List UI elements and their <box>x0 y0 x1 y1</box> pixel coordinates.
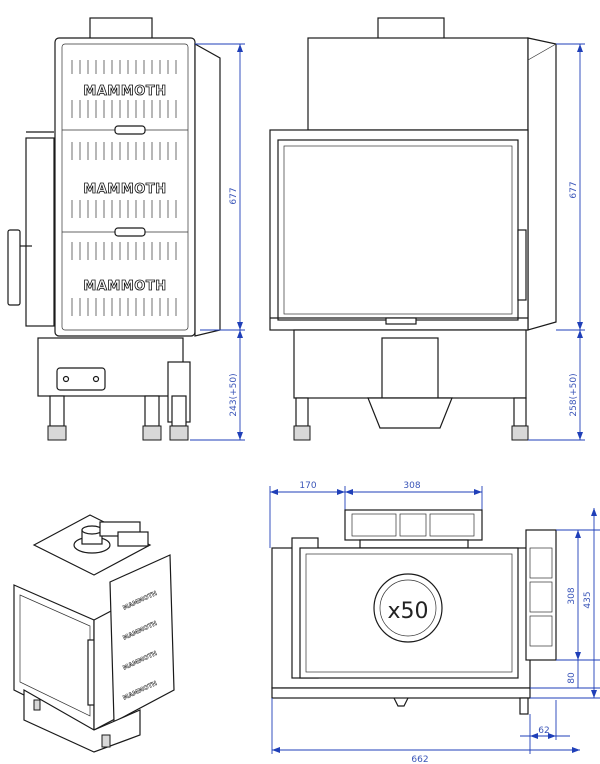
top-dim-170: 170 <box>299 481 316 491</box>
top-dim-308: 308 <box>403 481 420 491</box>
grille-slots <box>62 60 188 316</box>
side-height-dimension <box>528 43 585 441</box>
brand-logo-3: MAMMOTH <box>83 279 166 294</box>
side-view: 677 258(+50) <box>269 17 585 441</box>
side-dim-677: 677 <box>569 181 579 198</box>
top-depth-dimensions <box>530 508 600 699</box>
isometric-view: MAMMOTH MAMMOTH MAMMOTH MAMMOTH <box>13 514 175 753</box>
front-height-dimension <box>190 43 245 441</box>
front-dim-677: 677 <box>229 187 239 204</box>
top-dim-308-depth: 308 <box>567 587 577 604</box>
top-dim-80: 80 <box>567 672 577 684</box>
flue-label: x50 <box>387 599 428 624</box>
front-dim-243: 243(+50) <box>229 373 239 416</box>
front-view: MAMMOTH MAMMOTH MAMMOTH 677 243(+50) <box>7 17 245 441</box>
top-dim-662: 662 <box>411 755 428 764</box>
top-dim-435: 435 <box>583 591 593 608</box>
brand-logo-1: MAMMOTH <box>83 84 166 99</box>
top-width-dimensions <box>269 486 483 548</box>
top-dim-62: 62 <box>538 726 549 736</box>
top-total-width-dimension <box>271 698 580 754</box>
top-view: 170 308 x50 <box>269 481 600 764</box>
brand-logo-2: MAMMOTH <box>83 182 166 197</box>
side-dim-258: 258(+50) <box>569 373 579 416</box>
